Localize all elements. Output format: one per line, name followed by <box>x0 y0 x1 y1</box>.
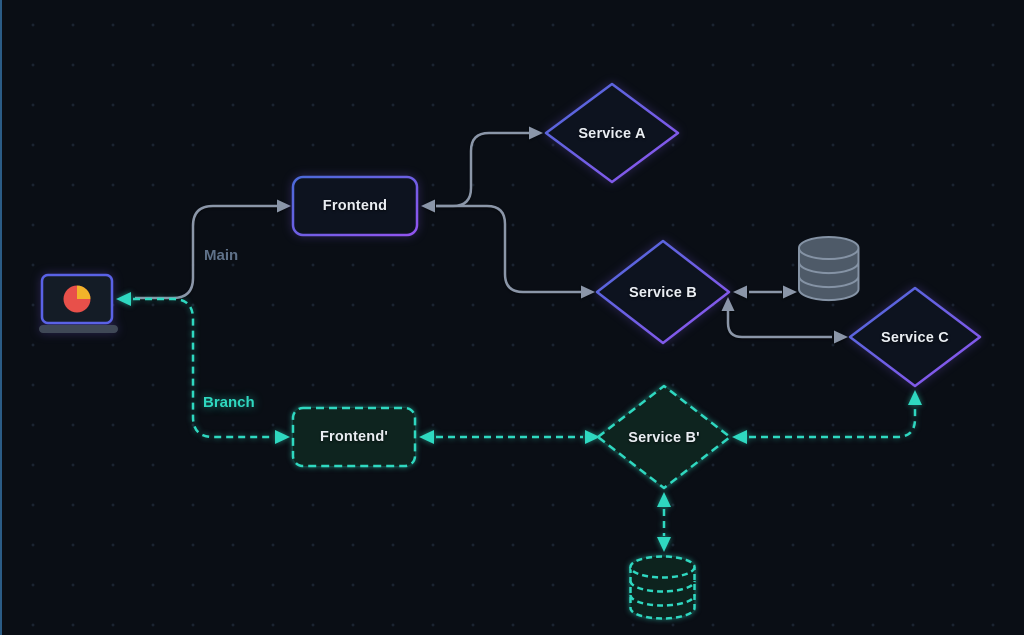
arrowhead-into-frontend-branch-left <box>275 430 290 444</box>
arrowhead-into-service-b-right <box>733 285 747 299</box>
edge-main-frontend-service-b[interactable] <box>436 204 595 299</box>
arrowhead-into-database <box>783 285 797 299</box>
edge-main-service-b-service-c[interactable] <box>721 297 849 344</box>
edge-main-client-frontend[interactable] <box>135 199 291 300</box>
arrowhead-into-client <box>116 292 131 306</box>
edge-main-service-b-database[interactable] <box>733 285 797 299</box>
arrowhead-into-service-c-bottom <box>908 390 922 405</box>
arrowhead-into-frontend-left <box>277 199 291 213</box>
arrowhead-into-database-branch <box>657 537 671 552</box>
edge-branch-service-b-database[interactable] <box>657 492 671 552</box>
node-service-a[interactable] <box>544 82 680 184</box>
arrowhead-into-service-b-branch-right <box>732 430 747 444</box>
database-icon <box>798 236 860 302</box>
arrowhead-into-service-c-left <box>834 330 848 344</box>
window-left-edge <box>0 0 2 635</box>
branch-edge-label: Branch <box>203 394 255 411</box>
arrowhead-into-service-a <box>529 126 543 140</box>
service-b-node-label[interactable]: Service B <box>629 285 697 301</box>
node-client[interactable] <box>39 273 118 333</box>
arrowhead-into-frontend-right <box>421 199 435 213</box>
service-c-node-label[interactable]: Service C <box>881 330 949 346</box>
frontend-node-label[interactable]: Frontend <box>322 198 388 214</box>
node-frontend[interactable] <box>291 175 419 237</box>
edge-main-frontend-service-a[interactable] <box>421 126 543 213</box>
arrowhead-into-service-b-left <box>581 285 595 299</box>
node-service-b-branch[interactable] <box>596 384 732 490</box>
pie-chart-icon <box>63 285 91 313</box>
node-database-branch[interactable] <box>629 555 696 620</box>
arrowhead-into-frontend-branch-right <box>419 430 434 444</box>
node-service-c[interactable] <box>848 286 982 388</box>
arrowhead-into-service-b-branch-left <box>585 430 600 444</box>
service-a-node-label[interactable]: Service A <box>578 126 646 142</box>
service-b-branch-node-label[interactable]: Service B' <box>628 430 700 446</box>
edge-branch-client-frontend[interactable] <box>116 292 290 444</box>
node-frontend-branch[interactable] <box>291 406 417 468</box>
arrowhead-into-service-b-branch-bottom <box>657 492 671 507</box>
frontend-branch-node-label[interactable]: Frontend' <box>319 429 389 445</box>
edge-branch-service-b-service-c[interactable] <box>732 390 922 444</box>
node-database[interactable] <box>798 236 860 302</box>
node-service-b[interactable] <box>595 239 731 345</box>
arrowhead-into-service-b-bottom <box>721 297 735 311</box>
edge-branch-frontend-service-b[interactable] <box>419 430 600 444</box>
laptop-base <box>39 325 118 333</box>
database-icon <box>629 555 696 620</box>
main-edge-label: Main <box>204 247 239 264</box>
